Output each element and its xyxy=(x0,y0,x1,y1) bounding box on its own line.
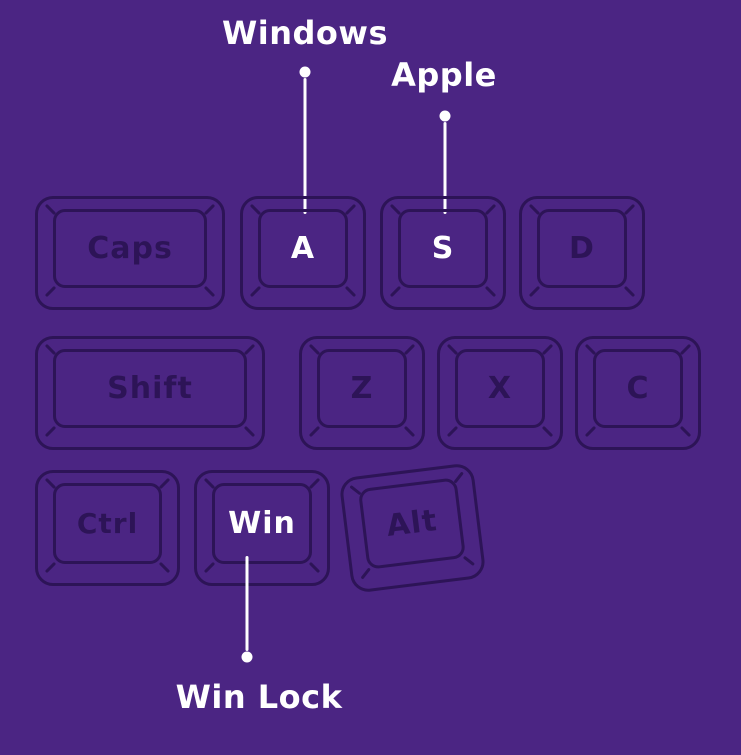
keycap-top: C xyxy=(593,349,683,428)
keycap-top: A xyxy=(258,209,348,288)
key-label: X xyxy=(487,371,513,406)
keycap-corner xyxy=(453,471,464,484)
key-ctrl: Ctrl xyxy=(35,470,180,586)
keycap-corner xyxy=(584,425,597,438)
key-d: D xyxy=(519,196,645,310)
keycap-corner xyxy=(446,425,459,438)
keycap-top: Caps xyxy=(53,209,207,288)
keycap-corner xyxy=(203,285,216,298)
key-a: A xyxy=(240,196,366,310)
keycap-corner xyxy=(541,343,554,356)
keycap-top: S xyxy=(398,209,488,288)
callout-dot-windows xyxy=(299,66,311,78)
keycap-corner xyxy=(249,285,262,298)
key-c: C xyxy=(575,336,701,450)
keycap-corner xyxy=(243,343,256,356)
key-shift: Shift xyxy=(35,336,265,450)
keycap-corner xyxy=(528,285,541,298)
keycap-corner xyxy=(679,343,692,356)
keycap-corner xyxy=(158,477,171,490)
keycap-corner xyxy=(203,203,216,216)
keycap-top: Ctrl xyxy=(53,483,162,564)
key-label: C xyxy=(626,371,650,406)
key-label: Z xyxy=(350,371,374,406)
callout-dot-apple xyxy=(439,110,451,122)
callout-dot-win-lock xyxy=(241,651,253,663)
key-alt: Alt xyxy=(338,462,487,594)
keycap-corner xyxy=(308,561,321,574)
keycap-corner xyxy=(462,555,475,567)
keycap-corner xyxy=(484,203,497,216)
keycap-top: Z xyxy=(317,349,407,428)
key-label: Alt xyxy=(384,503,440,545)
keycap-top: Win xyxy=(212,483,312,564)
keycap-corner xyxy=(44,561,57,574)
keycap-corner xyxy=(484,285,497,298)
keycap-top: Shift xyxy=(53,349,247,428)
keycap-corner xyxy=(541,425,554,438)
key-label: D xyxy=(569,231,595,266)
keycap-corner xyxy=(308,477,321,490)
keycap-corner xyxy=(243,425,256,438)
key-label: S xyxy=(431,231,455,266)
keycap-corner xyxy=(389,285,402,298)
key-win: Win xyxy=(194,470,330,586)
callout-line-win-lock xyxy=(245,556,249,651)
keycap-corner xyxy=(360,567,371,580)
keycap-corner xyxy=(623,203,636,216)
keycap-corner xyxy=(308,425,321,438)
key-label: A xyxy=(290,231,316,266)
keycap-corner xyxy=(44,285,57,298)
keycap-corner xyxy=(623,285,636,298)
keycap-corner xyxy=(344,285,357,298)
keycap-top: D xyxy=(537,209,627,288)
key-z: Z xyxy=(299,336,425,450)
callout-label-apple: Apple xyxy=(391,56,497,94)
key-label: Shift xyxy=(107,371,193,406)
key-label: Caps xyxy=(87,231,173,266)
callout-label-windows: Windows xyxy=(221,14,389,52)
key-s: S xyxy=(380,196,506,310)
key-caps: Caps xyxy=(35,196,225,310)
keycap-corner xyxy=(403,343,416,356)
keycap-corner xyxy=(403,425,416,438)
callout-line-apple xyxy=(443,122,447,214)
key-x: X xyxy=(437,336,563,450)
callout-line-windows xyxy=(303,78,307,214)
keycap-corner xyxy=(344,203,357,216)
key-label: Ctrl xyxy=(76,507,139,540)
keycap-corner xyxy=(158,561,171,574)
keycap-top: Alt xyxy=(357,477,467,570)
keycap-top: X xyxy=(455,349,545,428)
keycap-corner xyxy=(44,425,57,438)
key-label: Win xyxy=(228,506,296,541)
callout-label-win-lock: Win Lock xyxy=(175,678,343,716)
keycap-corner xyxy=(203,561,216,574)
keycap-corner xyxy=(679,425,692,438)
